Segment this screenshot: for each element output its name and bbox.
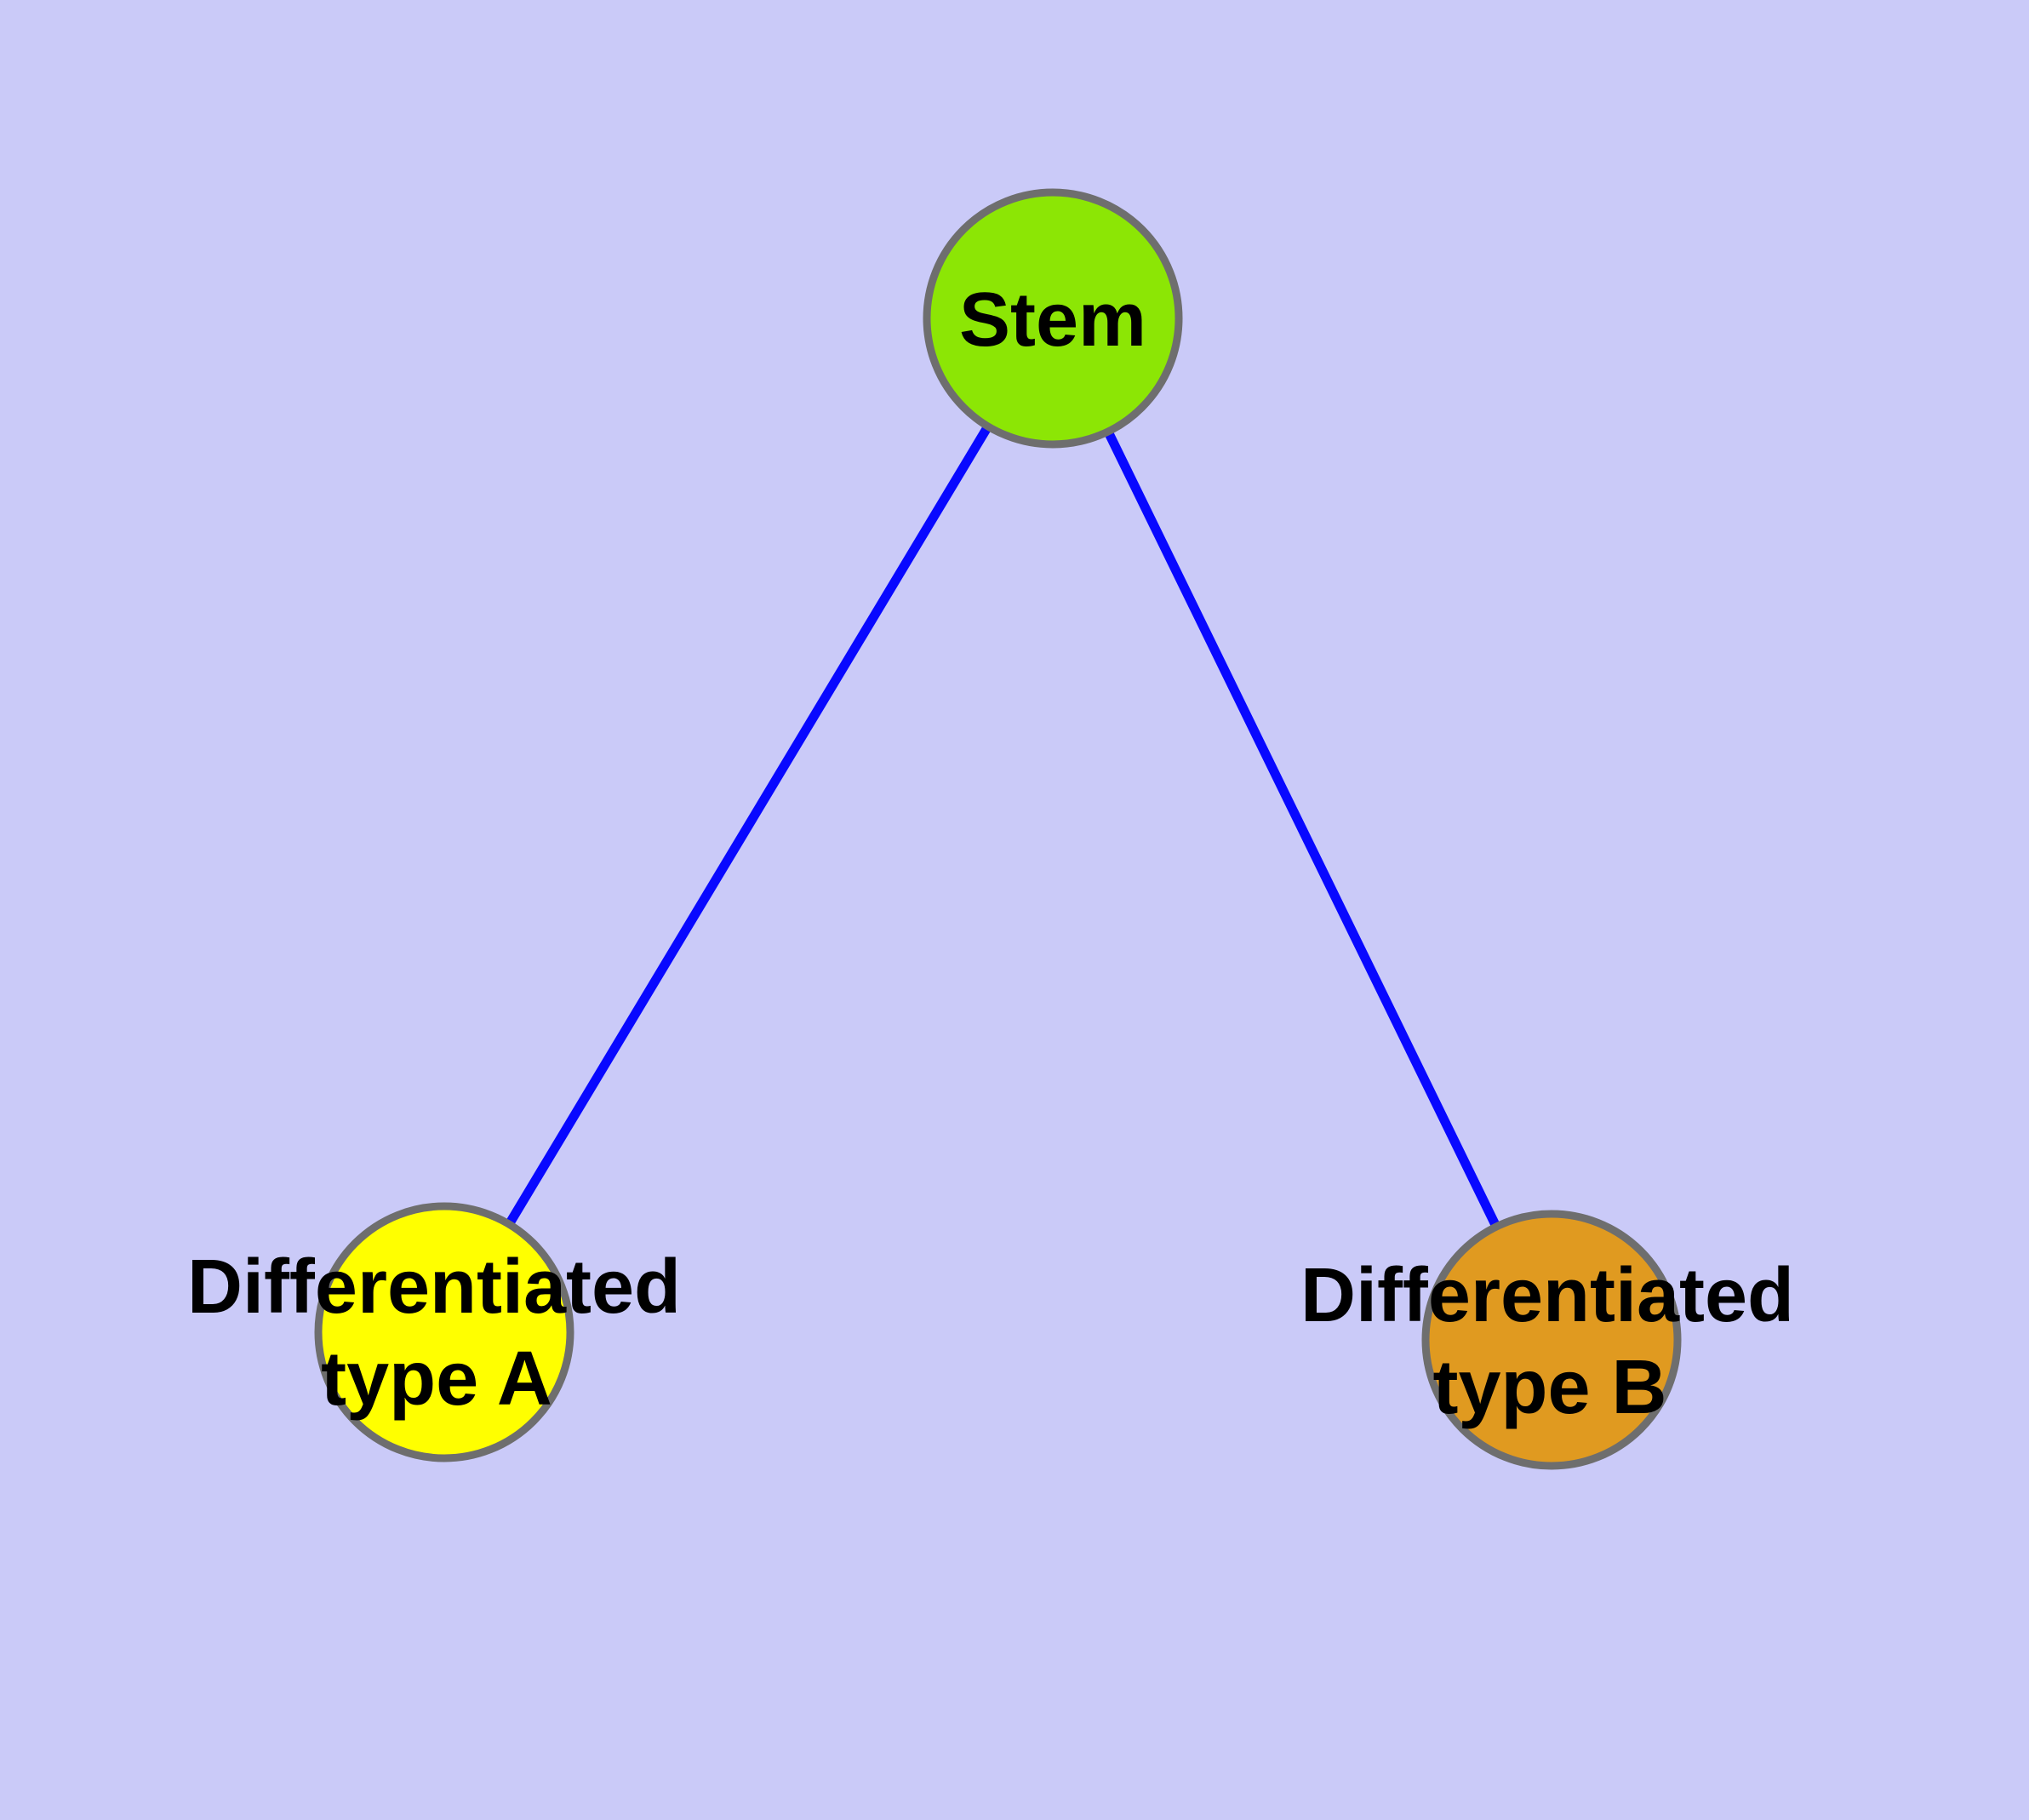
node-label-stem: Stem xyxy=(959,278,1146,363)
node-differentiated-type-b xyxy=(1421,1210,1682,1470)
node-differentiated-type-a xyxy=(314,1202,574,1462)
node-label-type-b-line2: type B xyxy=(1432,1345,1666,1430)
node-stem xyxy=(923,188,1183,449)
node-label-type-a-line2: type A xyxy=(321,1336,552,1422)
edge-stem-to-type-a xyxy=(440,316,1057,1335)
node-label-type-b-line1: Differentiated xyxy=(1300,1253,1794,1338)
edge-stem-to-type-b xyxy=(1049,316,1556,1342)
node-label-type-a-line1: Differentiated xyxy=(187,1245,681,1330)
